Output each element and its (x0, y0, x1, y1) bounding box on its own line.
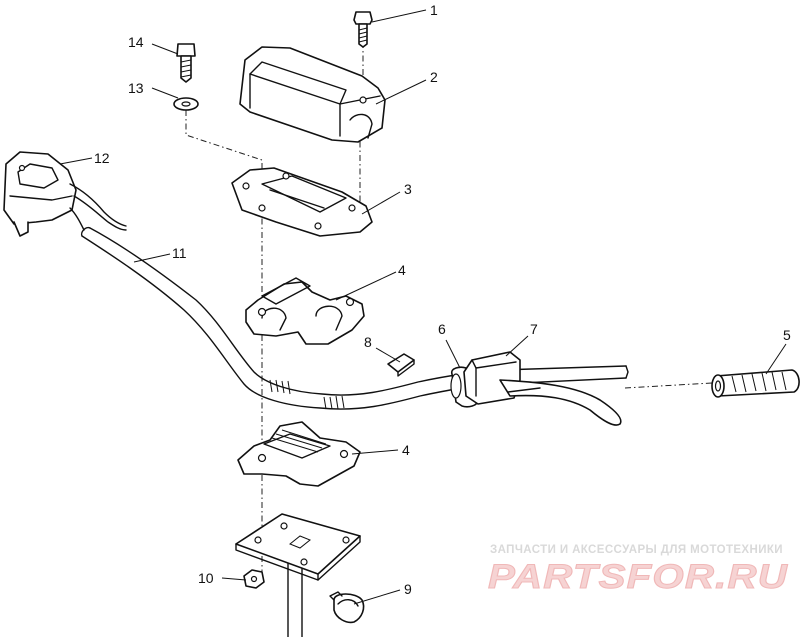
callout-2: 2 (430, 69, 438, 85)
steering-post (287, 559, 303, 637)
part-5-hand-grip (711, 369, 800, 398)
callout-13: 13 (128, 80, 144, 96)
callout-9: 9 (404, 581, 412, 597)
watermark-logo: PARTSFOR.RU (488, 558, 789, 596)
part-14-bolt (176, 43, 196, 83)
callout-10: 10 (198, 570, 214, 586)
callout-numbers: 1 2 3 4 4 5 6 7 8 9 10 11 12 13 14 (94, 2, 791, 597)
part-9-hose-clamp (329, 591, 365, 624)
callout-14: 14 (128, 34, 144, 50)
part-4-upper-clamp (245, 277, 365, 345)
part-8-block (387, 353, 415, 377)
callout-4-upper: 4 (398, 262, 406, 278)
part-10-nut (243, 569, 265, 589)
watermark: ЗАПЧАСТИ И АКСЕССУАРЫ ДЛЯ МОТОТЕХНИКИ PA… (488, 544, 789, 597)
callout-6: 6 (438, 321, 446, 337)
steering-post-plate (235, 513, 361, 581)
leader-lines (59, 9, 787, 605)
watermark-tagline: ЗАПЧАСТИ И АКСЕССУАРЫ ДЛЯ МОТОТЕХНИКИ (490, 544, 783, 556)
part-7-brake-lever (463, 351, 622, 426)
callout-5: 5 (783, 327, 791, 343)
part-3-mounting-plate (231, 167, 373, 237)
part-1-bolt (353, 11, 373, 48)
callout-7: 7 (530, 321, 538, 337)
callout-1: 1 (430, 2, 438, 18)
callout-11: 11 (172, 245, 187, 261)
part-12-switch-housing (3, 151, 127, 237)
callout-12: 12 (94, 150, 110, 166)
part-11-handlebar (80, 226, 629, 410)
part-13-washer (173, 97, 199, 111)
callout-8: 8 (364, 334, 372, 350)
callout-4-lower: 4 (402, 442, 410, 458)
part-2-clamp-cover (239, 46, 386, 143)
part-4-lower-clamp (237, 421, 361, 487)
callout-3: 3 (404, 181, 412, 197)
